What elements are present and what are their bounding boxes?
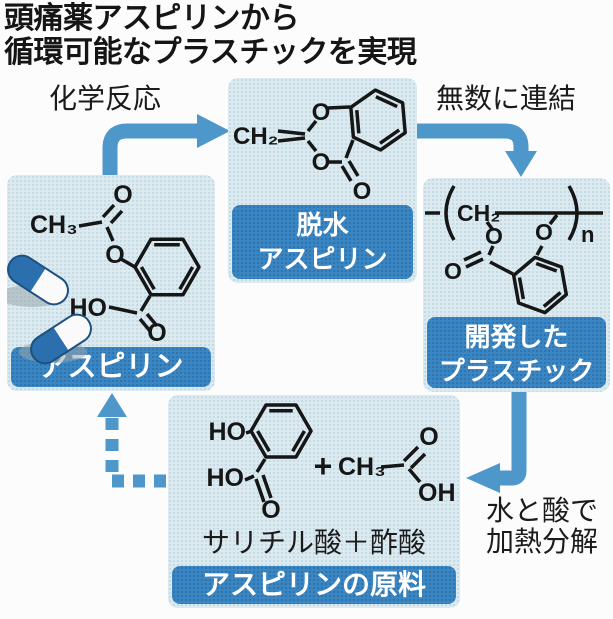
pill-capsule-icon	[30, 313, 92, 365]
box-developed-plastic: CH₂ O O O n 開発した プラスチック	[423, 178, 610, 392]
band-dehydrated-line2: アスピリン	[257, 244, 388, 274]
atom-label-o-carbonyl: O	[353, 178, 372, 205]
caption-salicylic-acetic: サリチル酸＋酢酸	[201, 527, 426, 558]
dehydrated-bonds	[277, 105, 360, 182]
dehydrated-benzene-ring	[349, 88, 407, 152]
aspirin-bonds	[78, 203, 159, 333]
band-aspirin: アスピリン	[11, 347, 211, 387]
band-raw-material: アスピリンの原料	[172, 566, 456, 604]
atom-label-ho-phenol: HO	[209, 418, 247, 446]
arrow-recycle-dashed	[97, 393, 166, 488]
aspirin-structure: CH₃ O O HO O	[30, 181, 201, 347]
pill-capsules	[7, 254, 92, 365]
label-chemical-reaction: 化学反応	[49, 83, 162, 114]
atom-label-o-carbonyl: O	[261, 496, 280, 521]
raw-material-structures: HO HO O + CH₃ O OH	[207, 403, 456, 521]
arrow-up-icon	[97, 393, 127, 417]
plus-sign: +	[314, 448, 333, 484]
arrow-left-icon	[466, 463, 500, 493]
arrow-decompose	[466, 392, 527, 493]
polymer-ring-double-bonds	[517, 261, 562, 308]
page-title: 頭痛薬アスピリンから 循環可能なプラスチックを実現	[4, 2, 417, 70]
box-aspirin: CH₃ O O HO O アスピリン	[7, 175, 215, 391]
band-plastic-line2: プラスチック	[438, 356, 595, 386]
label-link-countless: 無数に連結	[436, 83, 577, 114]
label-decompose-line2: 加熱分解	[486, 526, 599, 558]
atom-label-o-carbonyl: O	[419, 423, 438, 451]
arrow-down-icon	[505, 151, 537, 177]
aspirin-benzene-ring	[133, 237, 201, 297]
atom-label-o-ester: O	[485, 223, 503, 249]
arrow-right-icon	[197, 114, 230, 148]
atom-label-n: n	[581, 222, 594, 247]
atom-label-o-ring-top: O	[312, 99, 331, 126]
atom-label-ho-acid: HO	[207, 464, 245, 492]
band-plastic-line1: 開発した	[464, 322, 569, 352]
polymer-bonds	[425, 211, 603, 276]
band-dehydrated-line1: 脱水	[296, 210, 349, 240]
band-developed-plastic: 開発した プラスチック	[427, 317, 606, 388]
atom-label-ch2: CH₂	[233, 123, 278, 150]
label-decompose-line1: 水と酸で	[486, 495, 599, 526]
atom-label-ch3: CH₃	[30, 211, 78, 239]
title-line-2: 循環可能なプラスチックを実現	[4, 35, 417, 69]
arrow-link-countless	[417, 123, 537, 177]
box-dehydrated-aspirin: CH₂ O O O 脱水 アスピリン	[228, 78, 417, 283]
title-line-1: 頭痛薬アスピリンから	[4, 2, 300, 35]
atom-label-o-ester: O	[105, 241, 124, 269]
acetic-bonds	[380, 445, 427, 484]
atom-label-o-aryl: O	[535, 219, 553, 245]
pill-capsule-icon	[7, 254, 69, 306]
salicylic-benzene-ring	[249, 403, 313, 459]
label-decompose: 水と酸で 加熱分解	[486, 495, 598, 558]
aspirin-ring-double-bonds	[139, 243, 195, 291]
polymer-structure: CH₂ O O O n	[425, 185, 603, 315]
polymer-bracket-left	[444, 185, 456, 241]
arrow-chemical-reaction	[102, 114, 230, 178]
atom-label-o-ring-bottom: O	[312, 149, 331, 176]
atom-label-o-carbonyl: O	[444, 258, 462, 284]
salicylic-bonds	[244, 429, 273, 503]
atom-label-o-acid: O	[147, 319, 166, 347]
polymer-bracket-right	[567, 185, 579, 241]
atom-label-o-acetyl: O	[113, 181, 132, 209]
atom-label-ch2: CH₂	[457, 200, 500, 226]
dehydrated-ring-double-bonds	[355, 95, 401, 145]
band-dehydrated-aspirin: 脱水 アスピリン	[232, 205, 413, 279]
atom-label-oh: OH	[418, 479, 456, 507]
dehydrated-aspirin-structure: CH₂ O O O	[233, 88, 407, 205]
salicylic-ring-double-bonds	[256, 408, 306, 453]
atom-label-ch3: CH₃	[338, 453, 386, 481]
polymer-benzene-ring	[511, 255, 569, 315]
box-raw-material: HO HO O + CH₃ O OH サリチル酸＋酢酸 アスピリンの原料	[168, 395, 460, 608]
